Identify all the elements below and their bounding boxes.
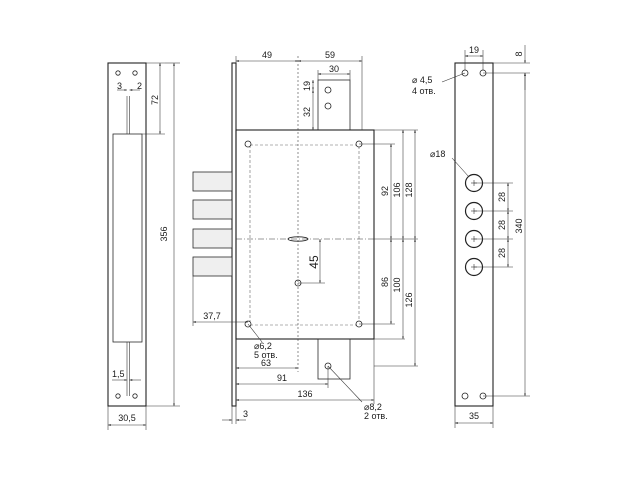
side-bottom-left-hole <box>115 393 121 399</box>
front-bottom-tab <box>317 338 351 380</box>
faceplate-hole-bolt: ⌀18 <box>430 149 445 159</box>
front-dim-63: 63 <box>261 358 271 368</box>
faceplate-dim-340: 340 <box>514 218 524 233</box>
side-dim-height: 356 <box>159 226 169 241</box>
front-hole-small-count: 5 отв. <box>254 350 278 360</box>
front-dim-100: 100 <box>392 277 402 292</box>
side-dim-bolt: 1,5 <box>112 369 125 379</box>
front-hole-bottom: ⌀8,2 <box>364 402 382 412</box>
front-dim-136: 136 <box>297 389 312 399</box>
front-bolt-4 <box>192 256 233 277</box>
front-dim-3: 3 <box>243 409 248 419</box>
side-bottom-right-hole <box>132 393 138 399</box>
faceplate-hole-mount-count: 4 отв. <box>412 86 436 96</box>
front-bolt-3 <box>192 228 233 249</box>
front-dim-30: 30 <box>329 64 339 74</box>
side-top-right-hole <box>132 70 138 76</box>
front-dim-45: 45 <box>307 255 321 269</box>
side-view-outline <box>107 62 147 407</box>
faceplate-outline <box>454 62 494 407</box>
side-dim-width: 30,5 <box>118 413 136 423</box>
front-bolt-2 <box>192 199 233 220</box>
front-dim-37-7: 37,7 <box>203 311 221 321</box>
front-dim-106: 106 <box>392 182 402 197</box>
front-dim-19: 19 <box>302 81 312 91</box>
front-dim-32: 32 <box>302 107 312 117</box>
side-dim-right: 2 <box>137 81 142 91</box>
front-dim-92: 92 <box>380 186 390 196</box>
side-view: 3 2 72 356 1,5 30,5 <box>107 62 180 430</box>
front-inner-dashed <box>249 144 360 326</box>
faceplate-view: 19 8 ⌀ 4,5 4 отв. ⌀18 28 28 28 340 35 <box>412 45 530 428</box>
faceplate-dim-8: 8 <box>514 51 524 56</box>
faceplate-dim-19: 19 <box>469 45 479 55</box>
faceplate-dim-35: 35 <box>469 411 479 421</box>
front-dim-128: 128 <box>404 182 414 197</box>
front-lock-body <box>235 129 375 340</box>
front-dim-49: 49 <box>262 50 272 60</box>
side-dim-left: 3 <box>117 81 122 91</box>
side-dim-top: 72 <box>150 95 160 105</box>
faceplate-hole-mount: ⌀ 4,5 <box>412 75 432 85</box>
faceplate-dim-28c: 28 <box>497 248 507 258</box>
front-dim-86: 86 <box>380 277 390 287</box>
front-dim-91: 91 <box>277 373 287 383</box>
side-view-body <box>112 133 143 343</box>
side-top-left-hole <box>115 70 121 76</box>
faceplate-dim-28b: 28 <box>497 220 507 230</box>
front-view: 49 59 30 19 32 92 106 128 86 100 126 <box>192 50 418 424</box>
front-hole-small: ⌀6,2 <box>254 341 272 351</box>
front-dim-126: 126 <box>404 292 414 307</box>
front-bolt-1 <box>192 171 233 192</box>
faceplate-dim-28a: 28 <box>497 192 507 202</box>
front-top-tab <box>317 79 351 131</box>
front-hole-bottom-count: 2 отв. <box>364 411 388 421</box>
front-dim-59: 59 <box>325 50 335 60</box>
front-faceplate-strip <box>231 62 237 407</box>
